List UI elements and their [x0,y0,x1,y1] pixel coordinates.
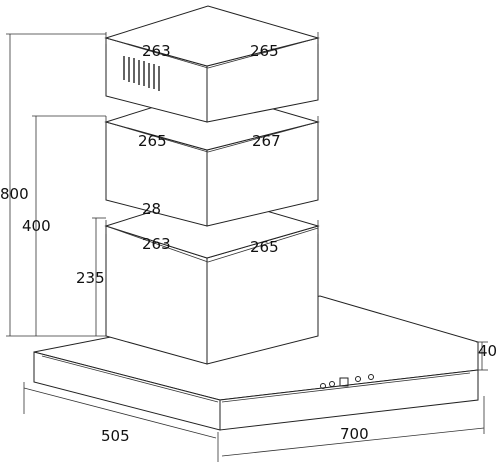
middle-chimney-box [104,89,320,227]
top-chimney-box [104,5,320,123]
mid-box-left-width: 265 [138,132,167,150]
canopy-width-label: 700 [340,425,369,443]
low-box-right-width: 265 [250,238,279,256]
canopy-thickness-label: 40 [478,342,497,360]
top-box-right-width: 265 [250,42,279,60]
lower-chimney-box [104,193,320,365]
upper-height-label: 400 [22,217,51,235]
control-button-icon[interactable] [329,381,335,387]
duct-diameter-label: 28 [142,200,161,218]
canopy-front-face [219,369,479,431]
total-height-label: 800 [0,185,29,203]
control-panel [320,374,374,389]
mid-box-right-width: 267 [252,132,281,150]
canopy-depth-label: 505 [101,427,130,445]
vent-grille-icon [123,56,160,91]
top-box-left-width: 263 [142,42,171,60]
control-display-icon [339,377,349,387]
low-box-left-width: 263 [142,235,171,253]
dimension-labels: 263 265 265 267 28 263 265 800 400 235 4… [0,42,497,445]
control-button-icon[interactable] [355,376,361,382]
dimension-lines [6,32,488,462]
control-button-icon[interactable] [368,374,374,380]
control-button-icon[interactable] [320,383,326,389]
lower-height-label: 235 [76,269,105,287]
